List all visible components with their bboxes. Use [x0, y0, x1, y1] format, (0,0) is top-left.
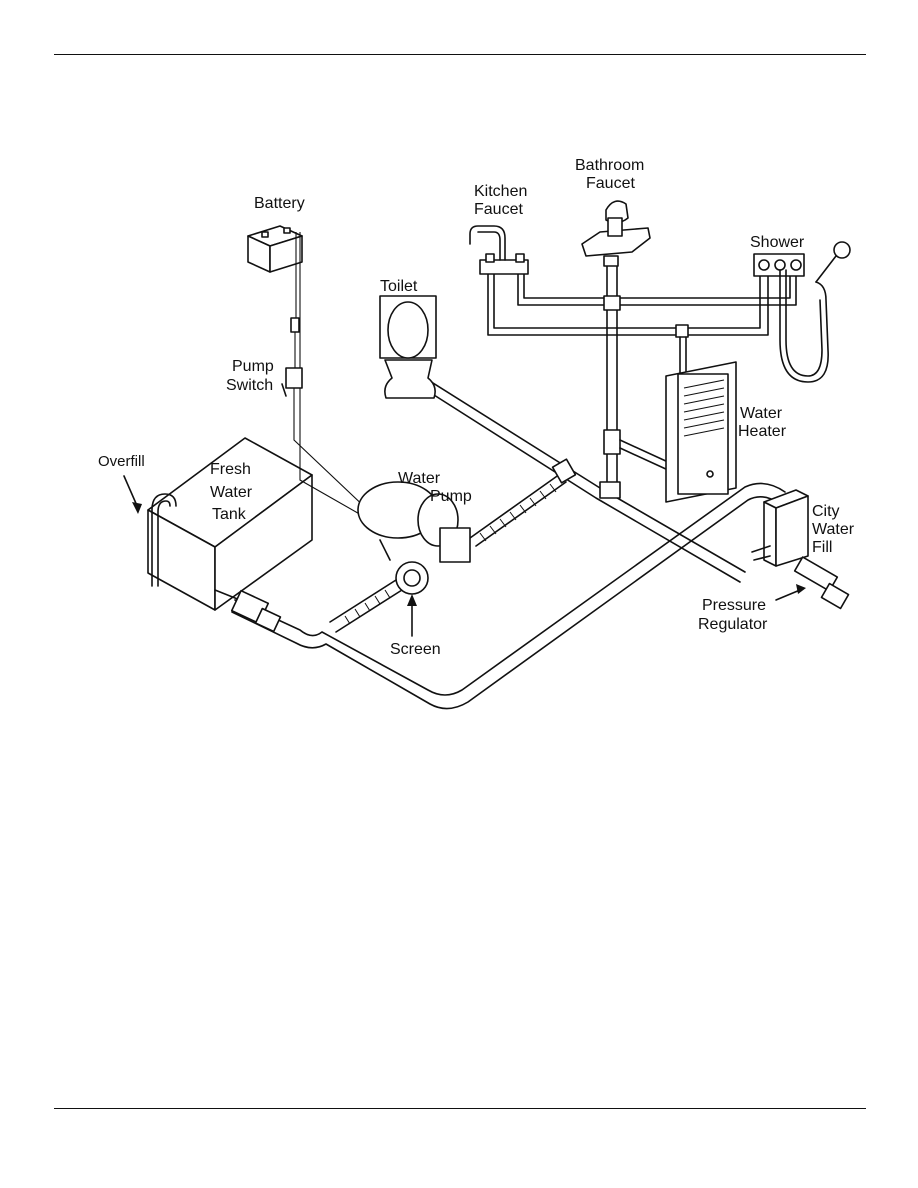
water-pump — [357, 481, 471, 595]
header-rule — [54, 54, 866, 55]
label-screen: Screen — [390, 641, 441, 658]
fixture-distribution-pipes — [487, 271, 797, 471]
label-overfill: Overfill — [98, 453, 145, 470]
label-pump-switch-line2: Switch — [226, 377, 274, 394]
label-city-fill-line2: Water — [812, 521, 855, 538]
cold-water-riser — [551, 261, 621, 499]
label-water-heater-line1: Water — [740, 405, 783, 422]
label-battery: Battery — [254, 195, 305, 212]
water-heater — [665, 361, 737, 503]
label-shower: Shower — [750, 234, 805, 251]
bathroom-faucet — [581, 200, 651, 267]
label-city-fill-line3: Fill — [812, 539, 833, 556]
label-fresh-tank-line2: Water — [210, 484, 253, 501]
label-water-pump-line1: Water — [398, 470, 441, 487]
label-bathroom-faucet-line2: Faucet — [586, 175, 635, 192]
label-bathroom-faucet-line1: Bathroom — [575, 157, 645, 174]
callout-arrows — [123, 475, 806, 637]
label-pump-switch-line1: Pump — [232, 358, 274, 375]
city-water-fill — [751, 489, 850, 610]
kitchen-faucet — [469, 225, 529, 275]
label-water-pump-line2: Pump — [430, 488, 472, 505]
label-fresh-tank-line1: Fresh — [210, 461, 251, 478]
label-pressure-regulator-line1: Pressure — [702, 597, 767, 614]
label-pressure-regulator-line2: Regulator — [698, 616, 768, 633]
fresh-water-tank — [147, 437, 313, 633]
pump-switch — [281, 367, 371, 513]
label-water-heater-line2: Heater — [738, 423, 787, 440]
footer-rule — [54, 1108, 866, 1109]
pump-inlet-hose — [329, 579, 403, 633]
shower-valve — [753, 241, 851, 383]
main-supply-pipe — [231, 482, 786, 710]
battery — [247, 225, 371, 521]
label-toilet: Toilet — [380, 278, 418, 295]
label-city-fill-line1: City — [812, 503, 840, 520]
label-kitchen-faucet-line2: Faucet — [474, 201, 523, 218]
toilet — [379, 295, 437, 399]
label-kitchen-faucet-line1: Kitchen — [474, 183, 528, 200]
label-fresh-tank-line3: Tank — [212, 506, 246, 523]
pump-outlet-hose — [469, 473, 567, 547]
